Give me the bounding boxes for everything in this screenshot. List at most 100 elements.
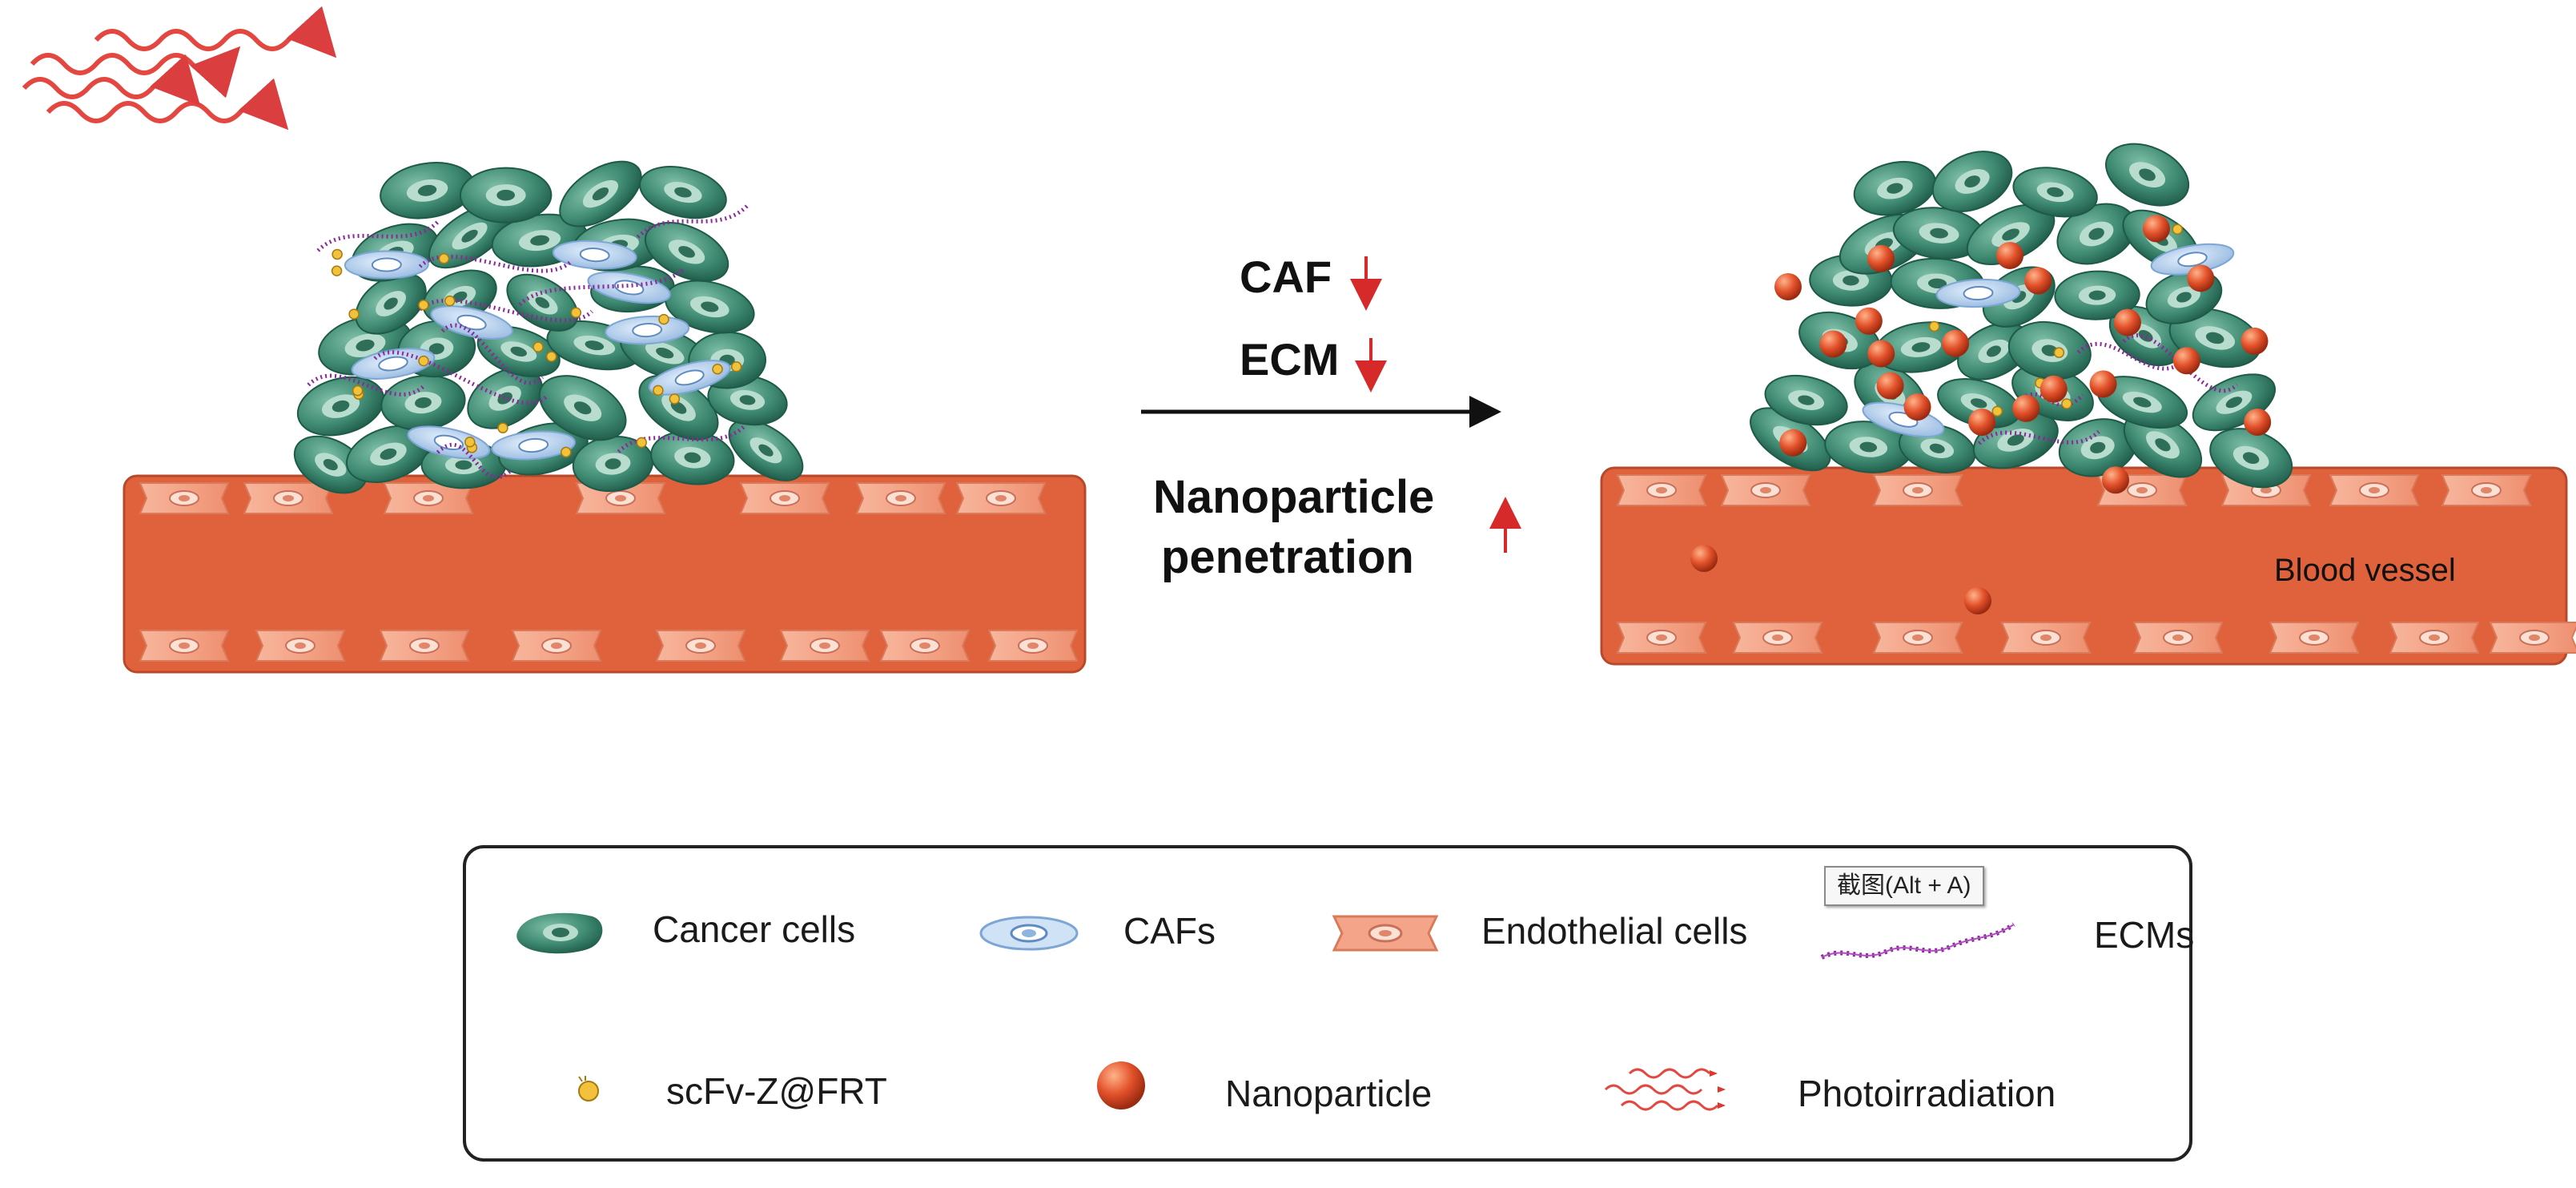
nanoparticle: [1942, 329, 1970, 357]
ecm-icon: [1820, 922, 2015, 960]
nanoparticle-penetration-line2: penetration: [1161, 531, 1414, 583]
endothelial-cell: [139, 482, 230, 514]
scfv-particle: [464, 436, 476, 448]
cancer-cell: [1931, 151, 2013, 212]
right-tumor: [1750, 143, 2293, 494]
cancer-cell: [2054, 270, 2140, 320]
nanoparticle: [2012, 394, 2040, 422]
scfv-particle: [418, 300, 429, 311]
caf-cell: [605, 315, 690, 345]
left-endothelial-row-top: [139, 482, 1047, 514]
right-endothelial-row-bottom: [1616, 622, 2576, 654]
nanoparticle: [1690, 545, 1718, 572]
endothelial-cell: [255, 630, 346, 662]
caf-cell: [344, 250, 429, 280]
endothelial-cell: [139, 630, 230, 662]
endothelial-cell: [855, 482, 946, 514]
cancer-cell: [380, 374, 466, 431]
endothelial-cell: [779, 630, 870, 662]
ecm-fiber: [617, 424, 747, 453]
scfv-particle: [348, 308, 360, 320]
scfv-particle: [331, 265, 343, 276]
endothelial-cell: [655, 630, 746, 662]
endothelial-cell: [1872, 622, 1963, 654]
cancer-cell: [1892, 207, 1986, 260]
nanoparticle: [2240, 327, 2269, 355]
blood-vessel-label: Blood vessel: [2274, 553, 2456, 588]
endothelial-cell: [1720, 474, 1811, 506]
endothelial-cell: [1616, 474, 1707, 506]
endothelial-cell: [383, 482, 474, 514]
endothelial-cell: [1616, 622, 1707, 654]
scfv-particle: [352, 385, 364, 397]
endothelial-cell: [2269, 622, 2360, 654]
caf-icon: [979, 916, 1079, 951]
scfv-particle: [561, 446, 572, 458]
cancer-cell: [2105, 143, 2190, 207]
scfv-particle: [2053, 347, 2065, 358]
caf-label: CAF: [1240, 252, 1332, 302]
scfv-particle: [658, 313, 669, 325]
scfv-particle: [653, 385, 664, 397]
endothelial-cell: [511, 630, 602, 662]
cancer-cell: [459, 167, 553, 224]
ecm-label: ECM: [1240, 334, 1339, 385]
cancer-cell: [559, 160, 642, 228]
legend-ecms: ECMs: [2094, 914, 2195, 956]
ecm-fiber: [373, 350, 548, 405]
cancer-cell: [345, 425, 431, 483]
cancer-cell: [644, 221, 729, 282]
endothelial-cell: [243, 482, 334, 514]
nanoparticle: [1819, 330, 1847, 358]
scfv-particle: [497, 422, 508, 433]
legend-cafs: CAFs: [1123, 910, 1216, 952]
ecm-fiber: [418, 254, 573, 273]
left-tumor: [293, 160, 804, 494]
scfv-particle: [2172, 224, 2183, 235]
scfv-particle: [1928, 320, 1940, 332]
scfv-particle: [636, 437, 647, 449]
cancer-cell: [1764, 374, 1848, 426]
ecm-fiber: [316, 220, 440, 252]
photoirradiation-icon: [1604, 1068, 1726, 1111]
legend-cancer-cells: Cancer cells: [653, 908, 856, 950]
cancer-cell: [538, 375, 627, 441]
cancer-cell: [467, 367, 543, 429]
cancer-cell: [2012, 167, 2098, 218]
nanoparticle: [1996, 241, 2024, 269]
cancer-cell: [2007, 320, 2092, 381]
scfv-particle: [438, 253, 450, 264]
scfv-particle: [730, 361, 742, 373]
legend-nanoparticle: Nanoparticle: [1225, 1073, 1433, 1114]
scfv-particle: [418, 355, 429, 367]
nanoparticle: [2089, 370, 2117, 398]
nanoparticle-icon: [1097, 1061, 1145, 1109]
endothelial-cell: [1872, 474, 1963, 506]
caf-cell: [1935, 278, 2021, 308]
nanoparticle: [1774, 272, 1802, 300]
endothelial-cell: [987, 630, 1079, 662]
nanoparticle: [2040, 375, 2068, 403]
endothelial-cell: [2000, 622, 2092, 654]
ecm-fiber: [436, 442, 513, 479]
nanoparticle: [2102, 466, 2130, 494]
nanoparticle: [2244, 408, 2272, 436]
endothelial-cell: [739, 482, 830, 514]
legend-endothelial-cells: Endothelial cells: [1481, 910, 1748, 952]
endothelial-cell: [2489, 622, 2576, 654]
nanoparticle: [1855, 307, 1883, 335]
endothelial-cell: [2441, 474, 2532, 506]
nanoparticle: [2187, 264, 2215, 292]
cancer-cell: [650, 430, 735, 485]
right-blood-vessel: [1600, 466, 2576, 666]
caf-cell: [2150, 243, 2235, 276]
caf-cell: [552, 240, 637, 270]
ecm-fiber: [307, 373, 426, 397]
scfv-particle: [669, 393, 681, 405]
legend-photoirradiation: Photoirradiation: [1798, 1073, 2056, 1114]
cancer-cell: [1874, 321, 1968, 373]
caf-cell: [430, 305, 513, 340]
nanoparticle: [2024, 267, 2052, 295]
cancer-cell: [2096, 376, 2188, 429]
caf-cell: [648, 360, 731, 396]
